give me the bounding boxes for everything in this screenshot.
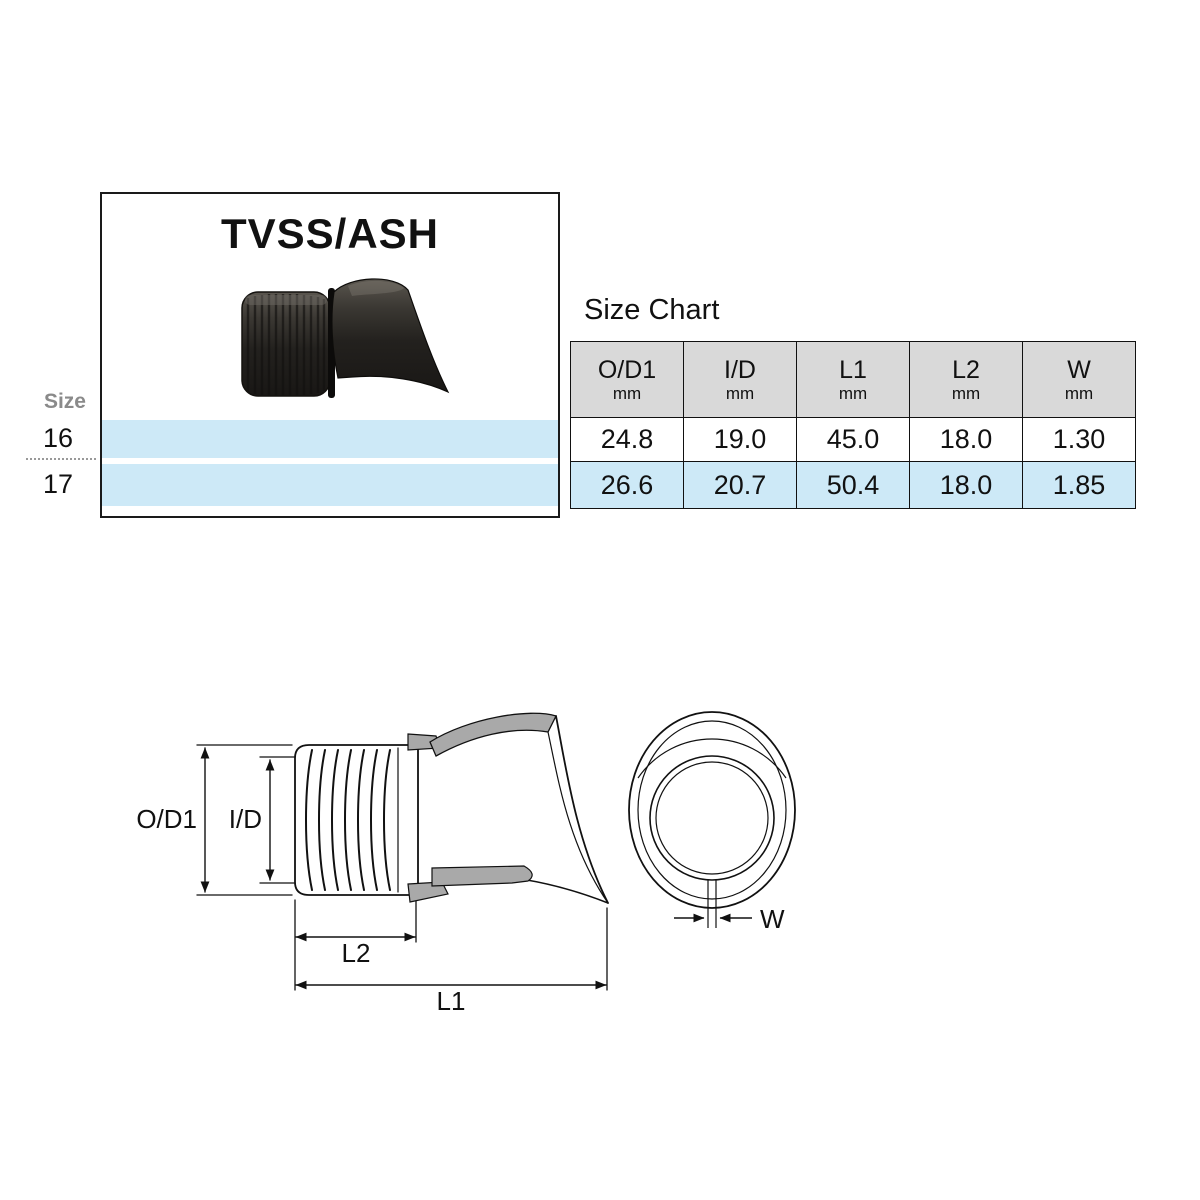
col-unit: mm (612, 383, 642, 403)
col-unit: mm (951, 383, 981, 403)
cell-r17-l1: 50.4 (796, 461, 910, 509)
hood-photo (331, 278, 450, 394)
side-view-drawing: O/D1 I/D L2 L1 (136, 712, 609, 1016)
dim-label-l1: L1 (437, 986, 466, 1016)
bottom-clip-tab (407, 881, 449, 903)
col-header-od1: O/D1 mm (570, 341, 684, 418)
hood-top-band (429, 712, 557, 757)
cell-r16-id: 19.0 (683, 417, 797, 462)
dim-label-l2: L2 (342, 938, 371, 968)
col-unit: mm (1064, 383, 1094, 403)
front-view-drawing: W (628, 711, 796, 934)
dim-label-od1: O/D1 (136, 804, 197, 834)
table-row-size16: 24.8 19.0 45.0 18.0 1.30 (570, 417, 1136, 462)
knurled-ring-photo (241, 291, 331, 397)
cell-r16-l2: 18.0 (909, 417, 1023, 462)
cell-r17-l2: 18.0 (909, 461, 1023, 509)
size-row-band-17 (102, 464, 558, 506)
hood-side-outline (294, 712, 609, 904)
product-photo (241, 278, 450, 398)
table-header-row: O/D1 mm I/D mm L1 mm L2 mm W mm (570, 341, 1136, 418)
col-label: L2 (952, 355, 980, 384)
col-unit: mm (725, 383, 755, 403)
col-label: O/D1 (597, 355, 657, 384)
cell-r16-od1: 24.8 (570, 417, 684, 462)
product-title: TVSS/ASH (220, 210, 440, 257)
cell-r17-id: 20.7 (683, 461, 797, 509)
dimension-lines (200, 747, 607, 990)
col-label: I/D (724, 355, 756, 384)
col-header-w: W mm (1022, 341, 1136, 418)
size-row-separator (26, 458, 96, 460)
col-header-l1: L1 mm (796, 341, 910, 418)
table-row-size17: 26.6 20.7 50.4 18.0 1.85 (570, 461, 1136, 509)
size-column-label: Size (43, 390, 86, 413)
cell-r16-l1: 45.0 (796, 417, 910, 462)
wall-thickness-marks (707, 880, 717, 928)
dim-label-id: I/D (229, 804, 262, 834)
size-number-17: 17 (42, 469, 74, 499)
size-chart-heading: Size Chart (584, 294, 720, 326)
col-label: W (1067, 355, 1091, 384)
dim-label-w: W (760, 904, 785, 934)
size-row-band-16 (102, 420, 558, 458)
size-chart-table: O/D1 mm I/D mm L1 mm L2 mm W mm (570, 341, 1136, 509)
cell-r16-w: 1.30 (1022, 417, 1136, 462)
col-header-id: I/D mm (683, 341, 797, 418)
cell-r17-w: 1.85 (1022, 461, 1136, 509)
col-header-l2: L2 mm (909, 341, 1023, 418)
col-label: L1 (839, 355, 867, 384)
hood-bottom-band (431, 865, 533, 887)
technical-drawings: O/D1 I/D L2 L1 W (136, 711, 796, 1016)
thread-coils (305, 749, 391, 891)
product-card: TVSS/ASH (100, 192, 560, 518)
cell-r17-od1: 26.6 (570, 461, 684, 509)
col-unit: mm (838, 383, 868, 403)
size-number-16: 16 (42, 423, 74, 453)
